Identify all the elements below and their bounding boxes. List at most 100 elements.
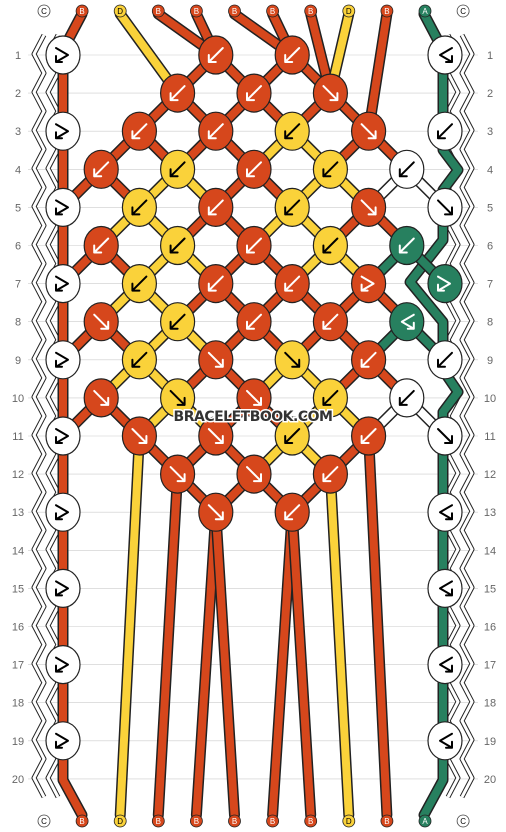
arrow-b-icon (398, 161, 415, 178)
row-number: 15 (484, 583, 496, 595)
arrow-b-icon (322, 237, 339, 254)
strand-color-letter: B (384, 7, 389, 16)
knot-b (160, 225, 196, 266)
arrow-b-icon (169, 313, 186, 330)
strand-color-badge (266, 4, 280, 18)
strand-color-badge (380, 4, 394, 18)
row-number: 20 (12, 774, 24, 786)
arrow-b-icon (398, 237, 415, 254)
strand-top-label: D (113, 4, 127, 18)
arrow-b-icon (131, 199, 148, 216)
row-number: 16 (484, 622, 496, 634)
arrow-b-icon (246, 161, 262, 178)
row-number: 14 (484, 545, 496, 557)
strand-top-label: C (456, 4, 470, 18)
row-number: 1 (15, 50, 21, 62)
strand-bottom-exit (154, 470, 182, 819)
strand-color-letter: B (232, 817, 237, 826)
knot-b (236, 73, 272, 113)
strand-color-letter: D (346, 817, 352, 826)
strand-bottom-label: C (37, 814, 51, 828)
strand-color-badge (37, 814, 51, 828)
arrow-fb-icon (360, 275, 375, 292)
arrow-b-icon (284, 123, 301, 140)
knot-fb (45, 568, 81, 609)
arrow-b-icon (437, 351, 453, 368)
knot-fb (45, 111, 81, 151)
strand-bottom-label: B (266, 814, 280, 828)
knot-f (121, 416, 157, 456)
arrow-f-icon (131, 428, 148, 444)
strand-color-letter: A (422, 817, 428, 826)
strand-color-letter: B (156, 817, 161, 826)
row-number: 17 (484, 660, 496, 672)
arrow-f-icon (360, 123, 377, 140)
row-number: 2 (487, 88, 493, 100)
arrow-f-icon (437, 199, 453, 216)
strand-color-letter: B (79, 817, 84, 826)
strand-left-edge (59, 10, 86, 819)
row-number: 1 (487, 50, 493, 62)
knot-b (198, 35, 234, 75)
arrow-b-icon (284, 275, 301, 292)
row-number: 15 (12, 583, 24, 595)
strand-color-letter: D (117, 817, 123, 826)
arrow-fb-icon (437, 275, 451, 292)
strand-bottom-label: D (342, 814, 356, 828)
strand-color-badge (37, 4, 51, 18)
arrow-b-icon (207, 47, 224, 63)
arrow-f-icon (207, 504, 224, 521)
row-number: 12 (484, 469, 496, 481)
left-outer-edge (32, 34, 46, 798)
arrow-fb-icon (55, 123, 69, 140)
knot-b (389, 378, 425, 418)
strand-color-letter: A (422, 7, 428, 16)
knot-b (351, 416, 387, 456)
arrow-b-icon (93, 161, 110, 178)
knot-b (236, 149, 272, 189)
row-number: 9 (487, 355, 493, 367)
knot-f (198, 416, 234, 456)
strand-top-label: B (228, 4, 241, 18)
arrow-f-icon (169, 389, 186, 406)
knot-fb (45, 721, 81, 761)
strand-color-letter: B (194, 7, 199, 16)
arrow-fb-icon (55, 351, 69, 368)
arrow-f-icon (284, 351, 301, 368)
arrow-b-icon (246, 85, 262, 102)
strand-color-badge (228, 814, 241, 828)
strand-top-label: B (380, 4, 394, 18)
strand-top-label: B (75, 4, 89, 18)
row-number: 19 (12, 736, 24, 748)
strand-color-badge (228, 4, 241, 18)
strand-color-badge (418, 4, 432, 18)
row-number: 8 (487, 317, 493, 329)
arrow-b-icon (207, 199, 224, 216)
arrow-b-icon (322, 313, 339, 330)
knot-oval (427, 264, 463, 304)
knot-b (351, 340, 387, 380)
arrow-b-icon (360, 428, 377, 444)
row-number: 18 (12, 698, 24, 710)
knot-f (427, 187, 463, 227)
arrow-b-icon (246, 313, 262, 330)
strand-top-label: C (37, 4, 51, 18)
knot-f (160, 454, 196, 494)
strand-bottom-label: A (418, 814, 432, 828)
row-number: 7 (487, 279, 493, 291)
arrow-fb-icon (55, 47, 69, 63)
strand-color-letter: B (308, 7, 313, 16)
strand-bottom-label: B (380, 814, 394, 828)
knot-oval (427, 35, 463, 75)
arrow-fb-icon (55, 275, 69, 292)
arrow-b-icon (93, 237, 110, 254)
arrow-f-icon (207, 428, 224, 444)
arrow-f-icon (207, 351, 224, 368)
knot-b (312, 149, 348, 189)
arrow-b-icon (169, 85, 186, 102)
arrow-f-icon (360, 199, 377, 216)
strand-color-letter: B (232, 7, 237, 16)
